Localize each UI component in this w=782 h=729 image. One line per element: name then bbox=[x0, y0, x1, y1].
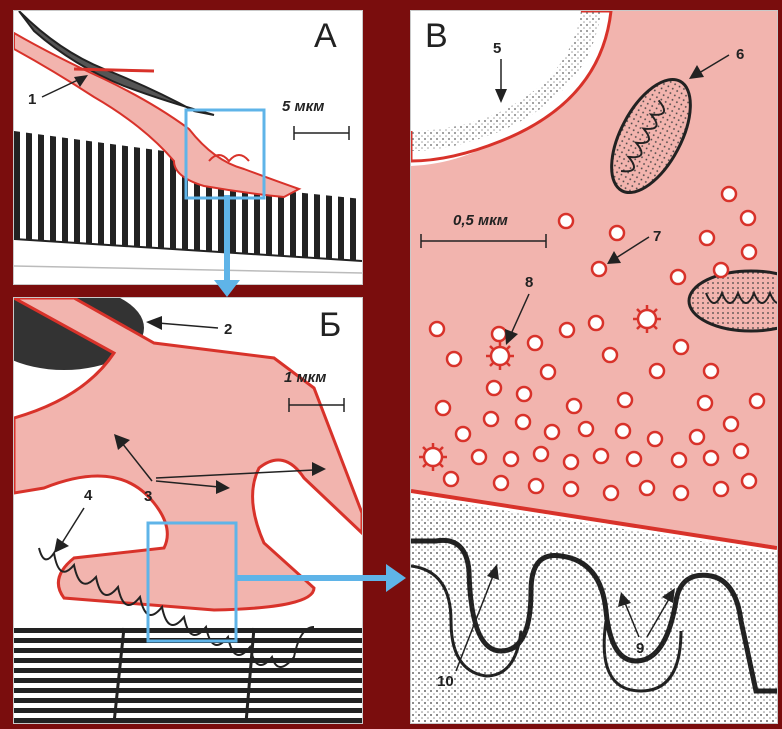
label-10: 10 bbox=[437, 673, 454, 690]
panel-a-drawing: 5 мкм 1 bbox=[14, 11, 362, 284]
label-3: 3 bbox=[144, 488, 152, 505]
label-9: 9 bbox=[636, 640, 644, 657]
panel-c: 0,5 мкм 5 6 7 8 9 10 В bbox=[410, 10, 778, 724]
panel-a-letter: А bbox=[314, 17, 337, 56]
panel-c-letter: В bbox=[425, 17, 448, 56]
panel-b-drawing: 1 мкм 2 3 4 bbox=[14, 298, 362, 723]
panel-b-scale-label: 1 мкм bbox=[284, 369, 326, 386]
panel-a: 5 мкм 1 А bbox=[13, 10, 363, 285]
label-5: 5 bbox=[493, 40, 501, 57]
panel-a-scale-label: 5 мкм bbox=[282, 98, 324, 115]
label-2: 2 bbox=[224, 321, 232, 338]
panel-b: 1 мкм 2 3 4 Б bbox=[13, 297, 363, 724]
label-6: 6 bbox=[736, 46, 744, 63]
label-4: 4 bbox=[84, 487, 93, 504]
label-8: 8 bbox=[525, 274, 533, 291]
panel-b-letter: Б bbox=[319, 306, 341, 345]
panel-c-scale-label: 0,5 мкм bbox=[453, 212, 508, 229]
label-1: 1 bbox=[28, 91, 36, 108]
label-7: 7 bbox=[653, 228, 661, 245]
panel-c-drawing: 0,5 мкм 5 6 7 8 9 10 bbox=[411, 11, 777, 723]
